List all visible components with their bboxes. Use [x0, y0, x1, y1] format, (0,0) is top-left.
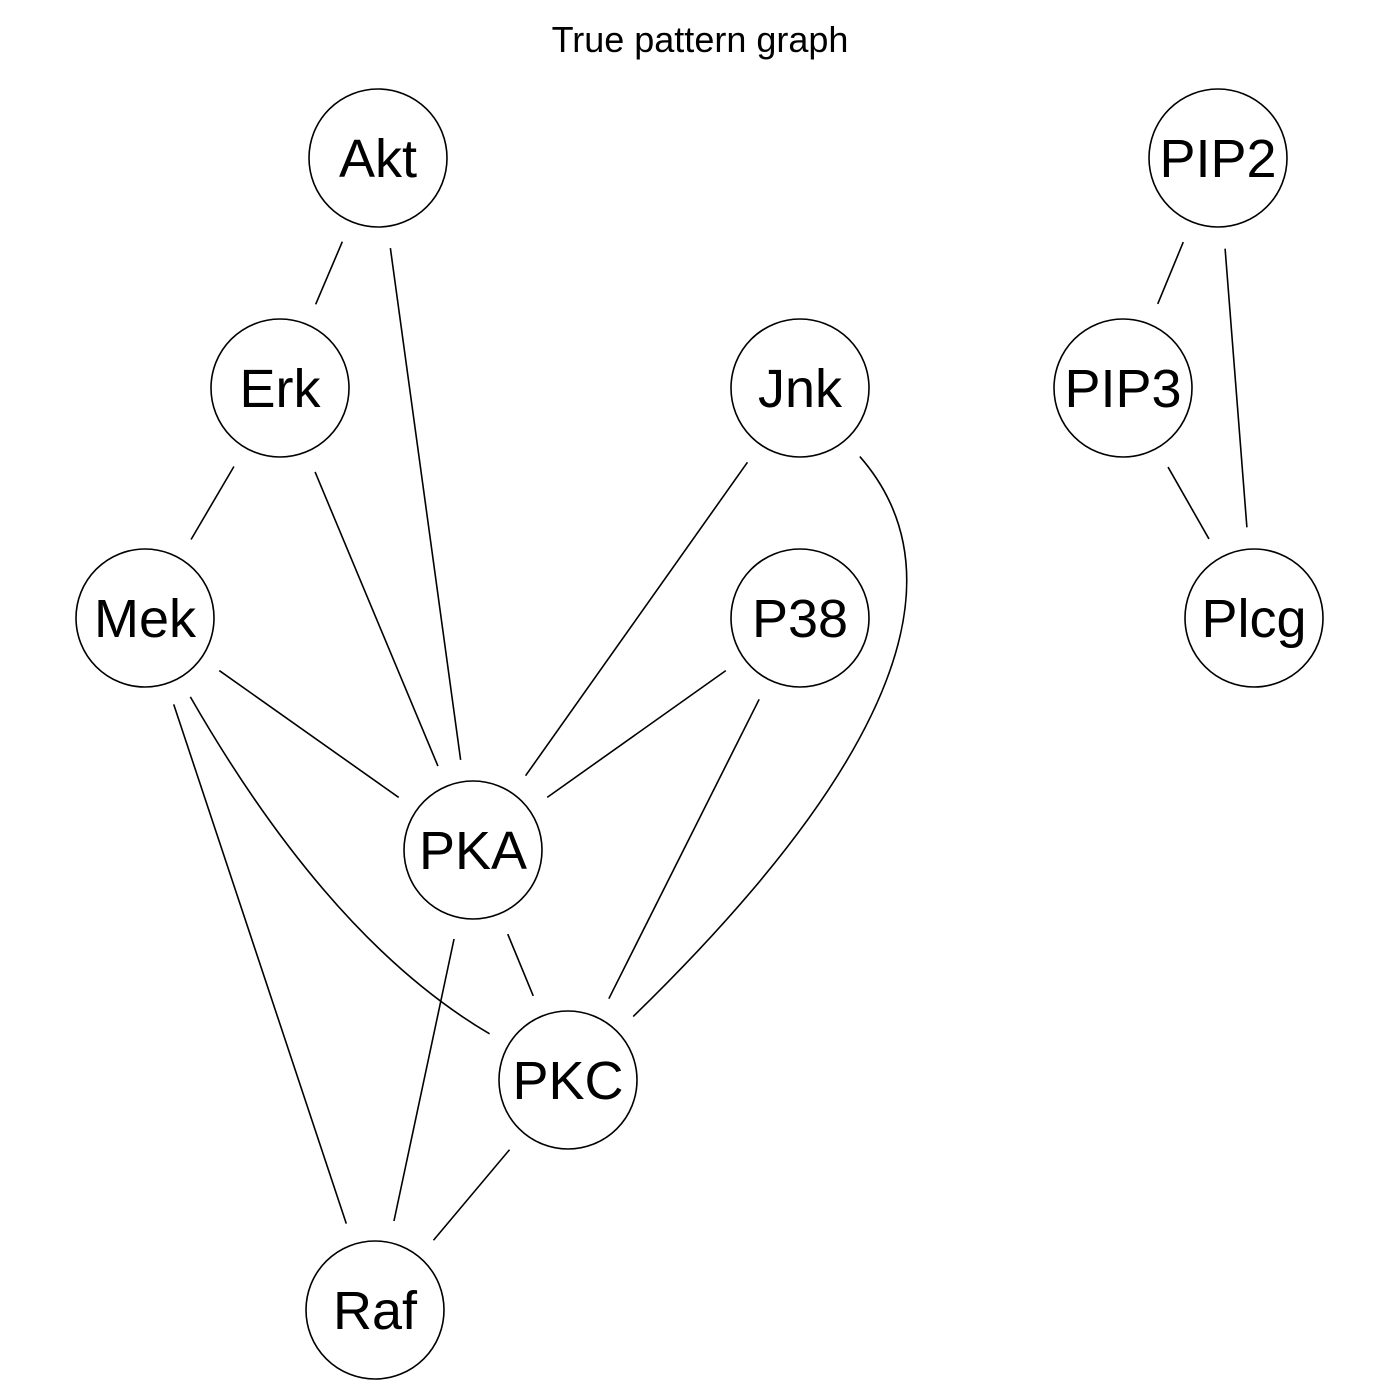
- edge-jnk-pka: [524, 461, 749, 777]
- node-jnk: Jnk: [730, 318, 870, 458]
- node-label-pkc: PKC: [512, 1051, 623, 1111]
- node-circle-mek: [75, 548, 215, 688]
- node-label-akt: Akt: [339, 129, 417, 189]
- node-plcg: Plcg: [1184, 548, 1324, 688]
- node-pip2: PIP2: [1148, 88, 1288, 228]
- edge-pka-raf: [393, 938, 455, 1222]
- edge-pka-pkc: [507, 933, 534, 997]
- edge-pip2-pip3: [1157, 241, 1184, 305]
- node-pip3: PIP3: [1053, 318, 1193, 458]
- edge-pip3-plcg: [1167, 466, 1210, 540]
- node-circle-pkc: [498, 1010, 638, 1150]
- node-circle-jnk: [730, 318, 870, 458]
- node-circle-p38: [730, 548, 870, 688]
- node-erk: Erk: [210, 318, 350, 458]
- edge-pip2-plcg: [1224, 248, 1248, 528]
- node-label-pip2: PIP2: [1159, 129, 1276, 189]
- edges-layer: [172, 241, 1248, 1241]
- node-circle-erk: [210, 318, 350, 458]
- node-circle-akt: [308, 88, 448, 228]
- edge-p38-pka: [546, 670, 727, 798]
- edge-erk-pka: [314, 471, 439, 767]
- node-pka: PKA: [403, 780, 543, 920]
- node-label-plcg: Plcg: [1201, 589, 1306, 649]
- node-circle-pip3: [1053, 318, 1193, 458]
- graph-title: True pattern graph: [552, 19, 849, 60]
- node-label-pip3: PIP3: [1064, 359, 1181, 419]
- node-raf: Raf: [305, 1240, 445, 1380]
- node-label-erk: Erk: [240, 359, 322, 419]
- node-akt: Akt: [308, 88, 448, 228]
- node-pkc: PKC: [498, 1010, 638, 1150]
- node-label-pka: PKA: [419, 821, 527, 881]
- node-p38: P38: [730, 548, 870, 688]
- node-label-p38: P38: [752, 589, 848, 649]
- node-circle-pka: [403, 780, 543, 920]
- node-circle-raf: [305, 1240, 445, 1380]
- edge-p38-pkc: [608, 698, 760, 1000]
- edge-erk-mek: [190, 466, 235, 540]
- node-label-raf: Raf: [333, 1281, 418, 1341]
- edge-mek-pka: [218, 669, 400, 799]
- edge-akt-pka: [389, 248, 462, 760]
- node-label-jnk: Jnk: [758, 359, 843, 419]
- node-circle-plcg: [1184, 548, 1324, 688]
- edge-pkc-raf: [432, 1149, 511, 1241]
- node-circle-pip2: [1148, 88, 1288, 228]
- node-mek: Mek: [75, 548, 215, 688]
- edge-jnk-pkc: [632, 456, 908, 1018]
- node-label-mek: Mek: [94, 589, 197, 649]
- edge-akt-erk: [314, 241, 344, 305]
- edge-mek-pkc: [189, 696, 490, 1035]
- edge-mek-raf: [172, 704, 348, 1224]
